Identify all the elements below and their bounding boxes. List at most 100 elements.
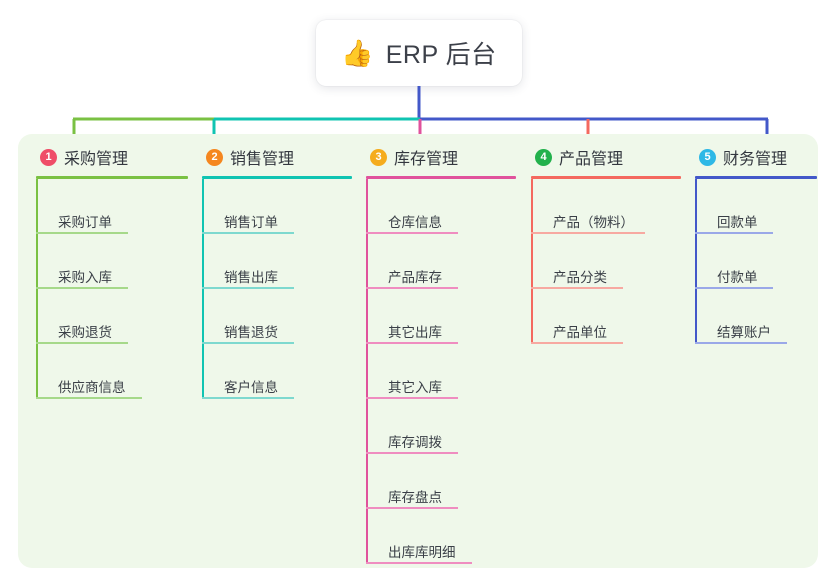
root-node[interactable]: 👍 ERP 后台 [316, 20, 522, 86]
branch-item[interactable]: 客户信息 [202, 344, 352, 399]
branch-spine [202, 179, 204, 399]
branch-item-rule [531, 342, 623, 344]
branch-item-label: 库存盘点 [388, 489, 442, 505]
branch-item-rule [695, 232, 773, 234]
branch-item-rule [531, 287, 623, 289]
branch-item-label: 回款单 [717, 214, 758, 230]
branch-title: 销售管理 [230, 151, 295, 168]
branch-item-rule [202, 397, 294, 399]
branch-item[interactable]: 库存调拨 [366, 399, 516, 454]
branch-item-rule [36, 397, 142, 399]
branch-column-5: 5 财务管理回款单付款单结算账户 [695, 146, 817, 344]
branch-item-rule [36, 342, 128, 344]
branch-item[interactable]: 出库库明细 [366, 509, 516, 564]
branch-number-badge: 5 [699, 148, 716, 166]
branch-number-badge: 1 [40, 148, 57, 166]
branch-item-label: 产品（物料） [553, 214, 634, 230]
branch-number-badge: 2 [206, 148, 223, 166]
branch-item[interactable]: 结算账户 [695, 289, 817, 344]
branch-item-label: 客户信息 [224, 379, 278, 395]
branch-item[interactable]: 库存盘点 [366, 454, 516, 509]
branch-item-label: 其它出库 [388, 324, 442, 340]
branch-header-rule [695, 176, 817, 179]
branch-column-3: 3 库存管理仓库信息产品库存其它出库其它入库库存调拨库存盘点出库库明细 [366, 146, 516, 564]
branch-number-badge: 4 [535, 148, 552, 166]
branch-item-label: 采购订单 [58, 214, 112, 230]
branch-item[interactable]: 供应商信息 [36, 344, 188, 399]
branch-item[interactable]: 采购退货 [36, 289, 188, 344]
branch-item-rule [366, 232, 458, 234]
branch-number-badge: 3 [370, 148, 387, 166]
branch-item-list: 回款单付款单结算账户 [695, 179, 817, 344]
branch-item-rule [695, 287, 773, 289]
thumbs-up-icon: 👍 [341, 38, 374, 68]
branch-item-label: 产品库存 [388, 269, 442, 285]
branch-item-label: 采购退货 [58, 324, 112, 340]
branch-item-label: 库存调拨 [388, 434, 442, 450]
branch-item[interactable]: 产品单位 [531, 289, 681, 344]
branch-item[interactable]: 产品分类 [531, 234, 681, 289]
branch-spine [531, 179, 533, 344]
branch-item-rule [366, 397, 458, 399]
branch-item[interactable]: 付款单 [695, 234, 817, 289]
branch-item[interactable]: 产品库存 [366, 234, 516, 289]
branch-spine [695, 179, 697, 344]
branch-item-list: 产品（物料） 产品分类产品单位 [531, 179, 681, 344]
branch-item-rule [202, 342, 294, 344]
branch-header-rule [531, 176, 681, 179]
branch-item-rule [366, 562, 472, 564]
root-node-title: ERP 后台 [385, 41, 497, 69]
branch-item-label: 其它入库 [388, 379, 442, 395]
branch-header-4[interactable]: 4 产品管理 [531, 146, 681, 168]
branch-item-rule [366, 452, 458, 454]
branch-item[interactable]: 销售出库 [202, 234, 352, 289]
branch-title: 产品管理 [559, 151, 624, 168]
branch-header-3[interactable]: 3 库存管理 [366, 146, 516, 168]
branch-item[interactable]: 回款单 [695, 179, 817, 234]
branch-item-list: 采购订单采购入库采购退货供应商信息 [36, 179, 188, 399]
branch-item-label: 采购入库 [58, 269, 112, 285]
branch-spine [36, 179, 38, 399]
branch-item[interactable]: 销售订单 [202, 179, 352, 234]
branch-header-rule [202, 176, 352, 179]
branch-item-rule [36, 287, 128, 289]
branch-item[interactable]: 其它入库 [366, 344, 516, 399]
branch-item-rule [366, 342, 458, 344]
branch-item-rule [695, 342, 787, 344]
branch-item-label: 产品分类 [553, 269, 607, 285]
branch-column-4: 4 产品管理产品（物料） 产品分类产品单位 [531, 146, 681, 344]
branch-header-2[interactable]: 2 销售管理 [202, 146, 352, 168]
branch-item-label: 产品单位 [553, 324, 607, 340]
branch-item-list: 销售订单销售出库销售退货客户信息 [202, 179, 352, 399]
branch-item[interactable]: 采购入库 [36, 234, 188, 289]
branch-item-label: 供应商信息 [58, 379, 126, 395]
branch-item[interactable]: 仓库信息 [366, 179, 516, 234]
branch-item-rule [366, 287, 458, 289]
branch-item-rule [202, 232, 294, 234]
branch-item-label: 付款单 [717, 269, 758, 285]
branch-header-rule [366, 176, 516, 179]
branch-item-label: 结算账户 [717, 324, 771, 340]
branch-item-label: 销售订单 [224, 214, 278, 230]
branch-title: 财务管理 [723, 151, 788, 168]
root-node-content: 👍 ERP 后台 [341, 35, 496, 71]
branches-panel [18, 134, 818, 568]
branch-title: 库存管理 [394, 151, 459, 168]
branch-column-2: 2 销售管理销售订单销售出库销售退货客户信息 [202, 146, 352, 399]
branch-item[interactable]: 销售退货 [202, 289, 352, 344]
branch-item-label: 出库库明细 [388, 544, 456, 560]
branch-item-label: 销售退货 [224, 324, 278, 340]
branch-item-rule [531, 232, 645, 234]
branch-header-1[interactable]: 1 采购管理 [36, 146, 188, 168]
branch-header-5[interactable]: 5 财务管理 [695, 146, 817, 168]
branch-item[interactable]: 其它出库 [366, 289, 516, 344]
branch-item-label: 销售出库 [224, 269, 278, 285]
branch-item-rule [36, 232, 128, 234]
branch-spine [366, 179, 368, 564]
branch-item[interactable]: 采购订单 [36, 179, 188, 234]
branch-item-rule [202, 287, 294, 289]
branch-title: 采购管理 [64, 151, 129, 168]
branch-item[interactable]: 产品（物料） [531, 179, 681, 234]
branch-item-label: 仓库信息 [388, 214, 442, 230]
